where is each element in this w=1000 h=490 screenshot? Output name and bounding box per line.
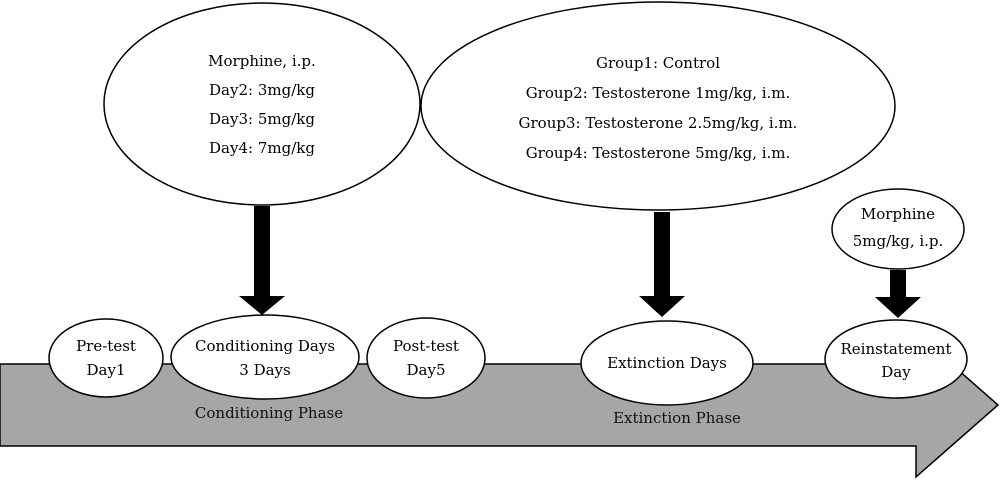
morphine-reinstatement-line-2: 5mg/kg, i.p. xyxy=(853,232,944,250)
morphine-conditioning-line-4: Day4: 7mg/kg xyxy=(209,139,315,157)
arrow-down-conditioning-icon xyxy=(239,206,285,315)
groups-line-3: Group3: Testosterone 2.5mg/kg, i.m. xyxy=(519,114,798,132)
phase-label-conditioning: Conditioning Phase xyxy=(195,404,343,422)
node-reinstatement-day: Reinstatement Day xyxy=(824,319,968,399)
node-pretest-line-1: Pre-test xyxy=(76,337,136,355)
phase-label-extinction: Extinction Phase xyxy=(613,409,741,427)
node-conditioning-line-1: Conditioning Days xyxy=(195,337,335,355)
node-conditioning-line-2: 3 Days xyxy=(239,361,290,379)
morphine-conditioning-line-2: Day2: 3mg/kg xyxy=(209,81,315,99)
node-posttest: Post-test Day5 xyxy=(366,317,486,399)
morphine-reinstatement-callout: Morphine 5mg/kg, i.p. xyxy=(831,188,965,270)
node-reinstatement-line-1: Reinstatement xyxy=(841,340,952,358)
node-extinction-line-1: Extinction Days xyxy=(607,354,727,372)
node-pretest: Pre-test Day1 xyxy=(48,318,164,398)
groups-callout: Group1: Control Group2: Testosterone 1mg… xyxy=(420,1,896,211)
arrow-down-reinstatement-icon xyxy=(875,270,921,318)
node-posttest-line-2: Day5 xyxy=(407,361,446,379)
node-extinction-days: Extinction Days xyxy=(580,320,754,406)
node-posttest-line-1: Post-test xyxy=(393,337,459,355)
morphine-conditioning-callout: Morphine, i.p. Day2: 3mg/kg Day3: 5mg/kg… xyxy=(103,2,421,206)
morphine-reinstatement-line-1: Morphine xyxy=(861,205,935,223)
morphine-conditioning-line-3: Day3: 5mg/kg xyxy=(209,110,315,128)
groups-line-1: Group1: Control xyxy=(596,54,720,72)
node-pretest-line-2: Day1 xyxy=(87,361,126,379)
node-conditioning-days: Conditioning Days 3 Days xyxy=(170,314,360,400)
node-reinstatement-line-2: Day xyxy=(881,363,911,381)
arrow-down-extinction-icon xyxy=(639,212,685,317)
groups-line-2: Group2: Testosterone 1mg/kg, i.m. xyxy=(526,84,791,102)
groups-line-4: Group4: Testosterone 5mg/kg, i.m. xyxy=(526,144,791,162)
morphine-conditioning-line-1: Morphine, i.p. xyxy=(208,52,316,70)
